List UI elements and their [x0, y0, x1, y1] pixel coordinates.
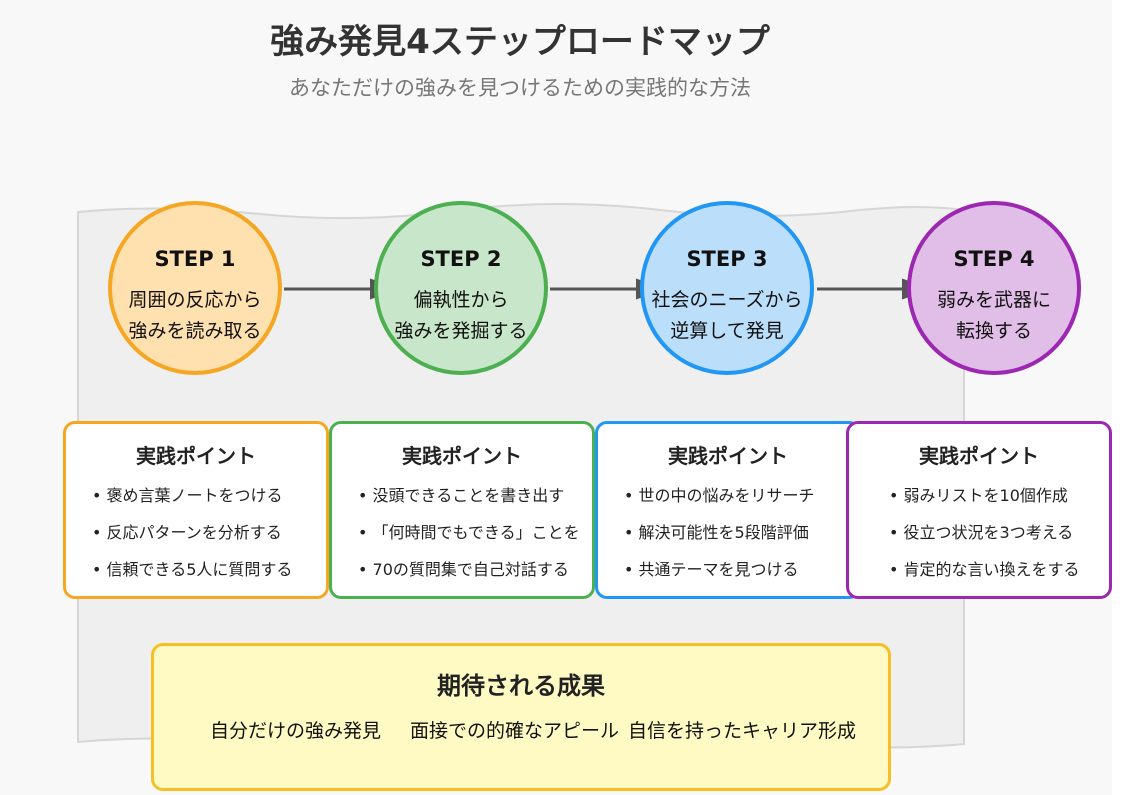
step-3-practice-card: 実践ポイント • 世の中の悩みをリサーチ • 解決可能性を5段階評価 • 共通テ… — [595, 421, 861, 599]
step-1-line-1: 周囲の反応から — [128, 289, 262, 311]
step-2-line-2: 強みを発掘する — [394, 320, 528, 342]
page-title: 強み発見4ステップロードマップ — [270, 22, 770, 62]
step-3-card-item: • 解決可能性を5段階評価 — [624, 523, 809, 542]
step-4-label: STEP 4 — [953, 247, 1035, 271]
page-subtitle: あなただけの強みを見つけるための実践的な方法 — [289, 76, 751, 100]
step-4-practice-card: 実践ポイント • 弱みリストを10個作成 • 役立つ状況を3つ考える • 肯定的… — [846, 421, 1112, 599]
step-2-card-item: • 70の質問集で自己対話する — [358, 560, 569, 579]
step-1-card-item: • 褒め言葉ノートをつける — [92, 486, 283, 505]
step-3-circle: STEP 3 社会のニーズから 逆算して発見 — [640, 201, 814, 375]
step-4-circle: STEP 4 弱みを武器に 転換する — [907, 201, 1081, 375]
step-2-card-item: • 没頭できることを書き出す — [358, 486, 565, 505]
step-1-description: 周囲の反応から 強みを読み取る — [102, 285, 288, 347]
step-1-line-2: 強みを読み取る — [128, 320, 262, 342]
step-1-card-item: • 信頼できる5人に質問する — [92, 560, 293, 579]
step-2-description: 偏執性から 強みを発掘する — [368, 285, 554, 347]
step-2-card-item: • 「何時間でもできる」ことを — [358, 523, 580, 542]
step-1-label: STEP 1 — [154, 247, 236, 271]
outcome-item: 自分だけの強み発見 — [210, 720, 382, 742]
step-3-card-item: • 共通テーマを見つける — [624, 560, 799, 579]
step-3-label: STEP 3 — [686, 247, 768, 271]
step-2-circle: STEP 2 偏執性から 強みを発掘する — [374, 201, 548, 375]
expected-outcome-box: 期待される成果 自分だけの強み発見 面接での的確なアピール 自信を持ったキャリア… — [151, 643, 891, 791]
step-4-card-item: • 弱みリストを10個作成 — [889, 486, 1068, 505]
step-4-line-2: 転換する — [955, 320, 1032, 342]
outcome-title: 期待される成果 — [437, 672, 605, 700]
step-2-card-title: 実践ポイント — [402, 444, 522, 468]
outcome-item: 自信を持ったキャリア形成 — [628, 720, 857, 742]
step-2-line-1: 偏執性から — [413, 289, 509, 311]
step-1-circle: STEP 1 周囲の反応から 強みを読み取る — [108, 201, 282, 375]
step-3-card-title: 実践ポイント — [668, 444, 788, 468]
step-4-description: 弱みを武器に 転換する — [901, 285, 1087, 347]
step-4-card-item: • 役立つ状況を3つ考える — [889, 523, 1074, 542]
step-1-card-title: 実践ポイント — [136, 444, 256, 468]
step-1-card-item: • 反応パターンを分析する — [92, 523, 282, 542]
step-2-label: STEP 2 — [420, 247, 502, 271]
step-4-card-item: • 肯定的な言い換えをする — [889, 560, 1080, 579]
step-1-practice-card: 実践ポイント • 褒め言葉ノートをつける • 反応パターンを分析する • 信頼で… — [63, 421, 329, 599]
step-3-description: 社会のニーズから 逆算して発見 — [634, 285, 820, 347]
step-4-card-title: 実践ポイント — [919, 444, 1039, 468]
step-3-card-item: • 世の中の悩みをリサーチ — [624, 486, 815, 505]
step-3-line-1: 社会のニーズから — [651, 289, 803, 311]
step-3-line-2: 逆算して発見 — [670, 320, 784, 342]
outcome-item: 面接での的確なアピール — [410, 720, 620, 742]
step-2-practice-card: 実践ポイント • 没頭できることを書き出す • 「何時間でもできる」ことを • … — [329, 421, 595, 599]
step-4-line-1: 弱みを武器に — [936, 289, 1051, 311]
